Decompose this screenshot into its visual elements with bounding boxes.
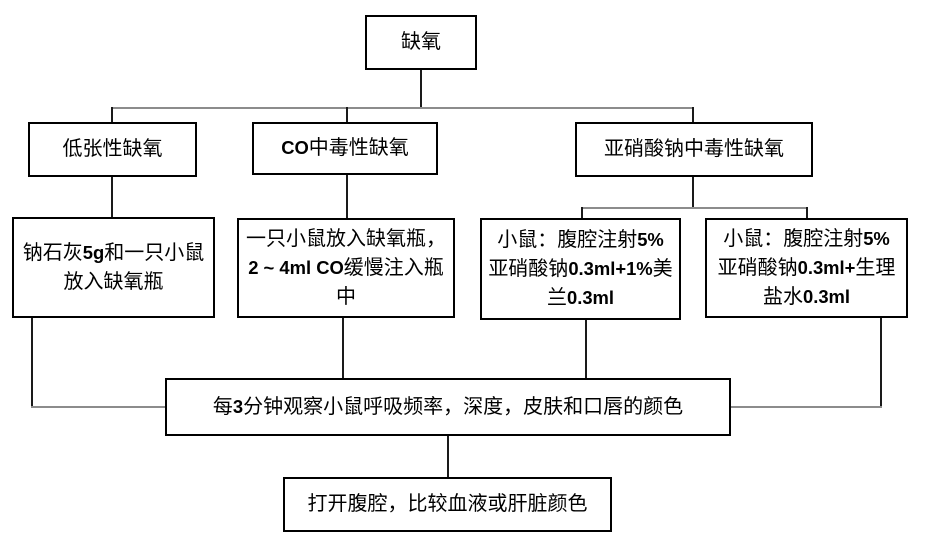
connector-root-down xyxy=(420,70,422,107)
node-observe-every-3-min: 每3分钟观察小鼠呼吸频率，深度，皮肤和口唇的颜色 xyxy=(165,378,731,436)
node-text-line: 中 xyxy=(336,285,356,308)
node-text-line: 一只小鼠放入缺氧瓶， xyxy=(246,227,446,250)
node-text-line: 兰0.3ml xyxy=(546,286,615,309)
node-text-line: 打开腹腔，比较血液或肝脏颜色 xyxy=(307,493,588,515)
connector-stub-nitrite xyxy=(692,107,694,123)
node-method-co-injection: 一只小鼠放入缺氧瓶， 2 ~ 4ml CO缓慢注入瓶中 xyxy=(237,218,455,318)
connector-observe-to-final xyxy=(447,436,449,478)
connector-nitrite-down xyxy=(692,177,694,208)
connector-stub-methylene-blue xyxy=(581,207,583,219)
node-text-line: 盐水0.3ml xyxy=(762,285,851,308)
connector-method1-down xyxy=(31,318,33,408)
node-text-line: 亚硝酸钠中毒性缺氧 xyxy=(604,138,784,160)
connector-nitrite-split xyxy=(581,207,808,209)
connector-hypotonic-to-method xyxy=(111,177,113,218)
node-text-line: 小鼠：腹腔注射5% xyxy=(723,227,890,250)
connector-stub-co xyxy=(346,107,348,123)
node-text-line: 放入缺氧瓶 xyxy=(63,270,164,293)
connector-co-to-method xyxy=(346,175,348,219)
node-text-line: 亚硝酸钠0.3ml+1%美 xyxy=(488,257,673,280)
connector-stub-saline xyxy=(806,207,808,219)
node-hypotonic-hypoxia: 低张性缺氧 xyxy=(28,122,197,177)
node-co-poisoning-hypoxia: CO中毒性缺氧 xyxy=(252,122,438,175)
node-text-line: 缺氧 xyxy=(401,31,441,53)
node-text-line: 钠石灰5g和一只小鼠 xyxy=(22,241,205,264)
connector-method2-to-observe xyxy=(342,318,344,379)
connector-method4-to-observe xyxy=(731,406,882,408)
connector-method1-to-observe xyxy=(31,406,165,408)
connector-branch-distributor xyxy=(111,107,694,109)
node-method-nitrite-saline: 小鼠：腹腔注射5% 亚硝酸钠0.3ml+生理盐水0.3ml xyxy=(705,218,908,318)
node-method-nitrite-methylene-blue: 小鼠：腹腔注射5% 亚硝酸钠0.3ml+1%美兰0.3ml xyxy=(480,218,681,320)
node-hypoxia: 缺氧 xyxy=(365,15,477,70)
connector-method4-down xyxy=(880,318,882,408)
node-text-line: CO中毒性缺氧 xyxy=(281,137,409,159)
connector-method3-to-observe xyxy=(585,320,587,379)
node-text-line: 亚硝酸钠0.3ml+生理 xyxy=(717,256,896,279)
node-text-line: 小鼠：腹腔注射5% xyxy=(497,228,664,251)
node-open-abdomen-compare: 打开腹腔，比较血液或肝脏颜色 xyxy=(283,477,612,532)
connector-stub-hypotonic xyxy=(111,107,113,123)
node-text-line: 每3分钟观察小鼠呼吸频率，深度，皮肤和口唇的颜色 xyxy=(212,395,684,418)
node-nitrite-poisoning-hypoxia: 亚硝酸钠中毒性缺氧 xyxy=(575,122,813,177)
node-text-line: 2 ~ 4ml CO缓慢注入瓶 xyxy=(248,256,444,279)
node-method-soda-lime: 钠石灰5g和一只小鼠放入缺氧瓶 xyxy=(12,217,215,318)
node-text-line: 低张性缺氧 xyxy=(62,138,163,160)
